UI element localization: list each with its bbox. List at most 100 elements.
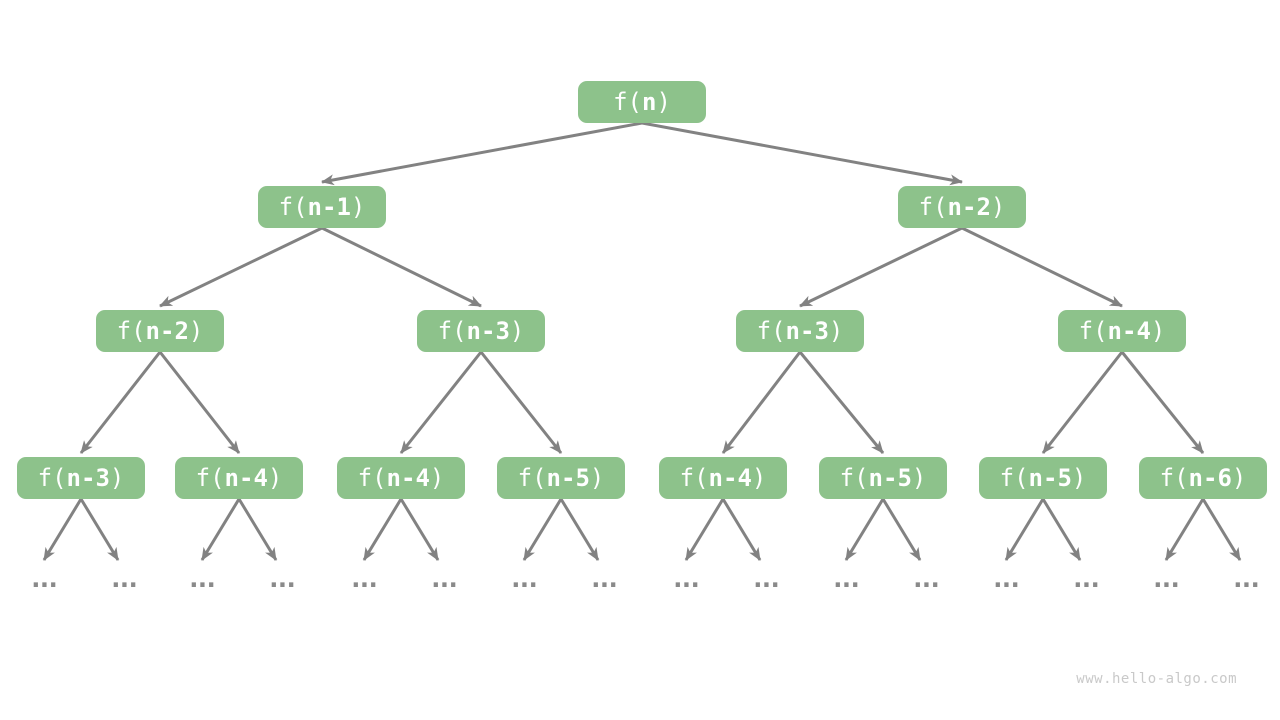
node-label-post: ) <box>267 464 283 492</box>
edge-arrow <box>1120 351 1205 454</box>
edge-arrow <box>721 351 802 454</box>
edge-arrow <box>721 498 762 561</box>
tree-node: f(n-5) <box>819 457 947 499</box>
leaf-ellipsis: ... <box>1230 564 1263 594</box>
node-label-post: ) <box>911 464 927 492</box>
edge-arrow <box>200 498 241 561</box>
node-label-arg: n-4 <box>386 464 430 492</box>
node-label-arg: n <box>642 88 657 116</box>
node-label-pre: f( <box>37 464 67 492</box>
edge-arrow <box>79 351 162 454</box>
leaf-ellipsis: ... <box>990 564 1023 594</box>
edge-arrow <box>158 351 241 454</box>
tree-node: f(n-5) <box>497 457 625 499</box>
node-label-pre: f( <box>756 317 786 345</box>
node-label-post: ) <box>109 464 125 492</box>
edge-arrow <box>1041 498 1082 561</box>
edge-arrow <box>42 498 83 561</box>
node-label-post: ) <box>828 317 844 345</box>
node-label-arg: n-4 <box>1107 317 1151 345</box>
leaf-ellipsis: ... <box>830 564 863 594</box>
node-label-post: ) <box>751 464 767 492</box>
node-label-pre: f( <box>278 193 308 221</box>
tree-node: f(n) <box>578 81 706 123</box>
node-label-arg: n-4 <box>708 464 752 492</box>
edge-arrow <box>1004 498 1045 561</box>
node-label-pre: f( <box>437 317 467 345</box>
tree-node: f(n-4) <box>659 457 787 499</box>
tree-node: f(n-5) <box>979 457 1107 499</box>
edge-arrow <box>479 351 563 454</box>
edge-arrow <box>684 498 725 561</box>
edge-arrow <box>399 351 483 454</box>
leaf-ellipsis: ... <box>186 564 219 594</box>
edge-arrow <box>522 498 563 561</box>
node-label-post: ) <box>656 88 671 116</box>
node-label-pre: f( <box>679 464 709 492</box>
edge-arrow <box>844 498 885 561</box>
node-label-pre: f( <box>116 317 146 345</box>
node-label-arg: n-4 <box>224 464 268 492</box>
tree-node: f(n-2) <box>898 186 1026 228</box>
edge-arrow <box>399 498 440 561</box>
node-label-post: ) <box>589 464 605 492</box>
node-label-pre: f( <box>1078 317 1108 345</box>
tree-node: f(n-4) <box>1058 310 1186 352</box>
tree-node: f(n-3) <box>736 310 864 352</box>
node-label-pre: f( <box>1159 464 1189 492</box>
node-label-post: ) <box>429 464 445 492</box>
leaf-ellipsis: ... <box>1150 564 1183 594</box>
node-label-arg: n-3 <box>466 317 510 345</box>
leaf-ellipsis: ... <box>670 564 703 594</box>
edge-arrow <box>1164 498 1205 561</box>
edge-arrow <box>237 498 278 561</box>
node-label-arg: n-6 <box>1188 464 1232 492</box>
node-label-post: ) <box>1071 464 1087 492</box>
node-label-arg: n-5 <box>868 464 912 492</box>
node-label-pre: f( <box>613 88 642 116</box>
node-label-arg: n-1 <box>307 193 351 221</box>
edge-arrow <box>559 498 600 561</box>
edge-arrow <box>159 226 323 308</box>
tree-node: f(n-4) <box>337 457 465 499</box>
node-label-post: ) <box>350 193 366 221</box>
edge-arrow <box>1201 498 1242 561</box>
node-label-pre: f( <box>918 193 948 221</box>
node-label-post: ) <box>990 193 1006 221</box>
edge-arrow <box>1041 351 1124 454</box>
node-label-post: ) <box>1150 317 1166 345</box>
leaf-ellipsis: ... <box>588 564 621 594</box>
tree-node: f(n-3) <box>17 457 145 499</box>
tree-node: f(n-1) <box>258 186 386 228</box>
node-label-post: ) <box>1231 464 1247 492</box>
tree-node: f(n-4) <box>175 457 303 499</box>
edge-arrow <box>881 498 922 561</box>
edge-arrow <box>321 121 643 186</box>
node-label-pre: f( <box>517 464 547 492</box>
node-label-pre: f( <box>999 464 1029 492</box>
node-label-post: ) <box>509 317 525 345</box>
node-label-pre: f( <box>195 464 225 492</box>
node-label-arg: n-3 <box>66 464 110 492</box>
leaf-ellipsis: ... <box>28 564 61 594</box>
leaf-ellipsis: ... <box>1070 564 1103 594</box>
leaf-ellipsis: ... <box>508 564 541 594</box>
leaf-ellipsis: ... <box>428 564 461 594</box>
node-label-pre: f( <box>357 464 387 492</box>
watermark: www.hello-algo.com <box>1076 671 1237 687</box>
node-label-post: ) <box>188 317 204 345</box>
node-label-arg: n-5 <box>546 464 590 492</box>
leaf-ellipsis: ... <box>266 564 299 594</box>
node-label-arg: n-5 <box>1028 464 1072 492</box>
edge-arrow <box>798 351 885 454</box>
edge-arrow <box>321 226 482 308</box>
edge-arrow <box>799 226 963 308</box>
leaf-ellipsis: ... <box>910 564 943 594</box>
edge-arrow <box>641 121 963 186</box>
node-label-arg: n-3 <box>785 317 829 345</box>
edge-arrow <box>79 498 120 561</box>
tree-node: f(n-2) <box>96 310 224 352</box>
node-label-arg: n-2 <box>947 193 991 221</box>
